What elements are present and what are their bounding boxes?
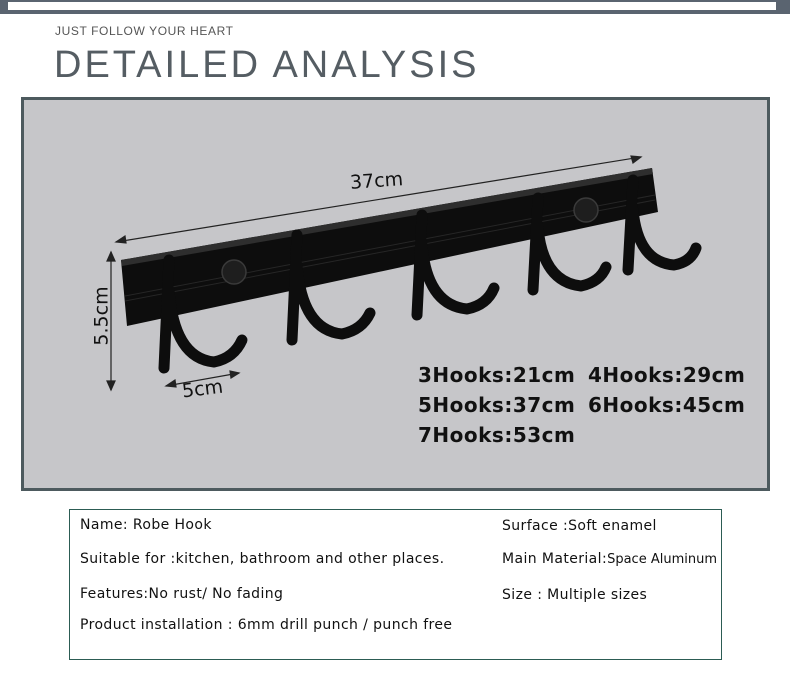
width-dimension-label: 37cm [349, 168, 404, 194]
size-option-3-hooks: 3Hooks:21cm [418, 363, 576, 387]
spec-size: Size : Multiple sizes [502, 587, 648, 603]
size-option-6-hooks: 6Hooks:45cm [588, 393, 746, 417]
spec-features: Features:No rust/ No fading [80, 586, 284, 602]
size-option-4-hooks: 4Hooks:29cm [588, 363, 746, 387]
dimension-arrows [106, 155, 643, 392]
top-decor-bar [0, 0, 790, 14]
hooks [158, 174, 702, 374]
back-plate [121, 168, 658, 326]
spec-table: Name: Robe Hook Suitable for :kitchen, b… [69, 509, 722, 660]
height-dimension-label: 5.5cm [90, 286, 113, 346]
spec-surface: Surface :Soft enamel [502, 518, 657, 534]
page-title: DETAILED ANALYSIS [54, 44, 480, 86]
spec-material-value: Space Aluminum [607, 552, 717, 567]
robe-hook-illustration [106, 155, 702, 392]
spec-material-label: Main Material: [502, 551, 608, 567]
spec-suitable: Suitable for :kitchen, bathroom and othe… [80, 551, 445, 567]
product-photo: 37cm 5.5cm 5cm 3Hooks:21cm 4Hooks:29cm 5… [21, 97, 770, 491]
size-option-7-hooks: 7Hooks:53cm [418, 423, 576, 447]
tagline: JUST FOLLOW YOUR HEART [55, 24, 234, 38]
size-option-5-hooks: 5Hooks:37cm [418, 393, 576, 417]
spec-name: Name: Robe Hook [80, 517, 212, 533]
spec-material: Main Material:Space Aluminum [502, 551, 717, 567]
top-decor-bar-inner [8, 2, 776, 10]
spec-installation: Product installation : 6mm drill punch /… [80, 617, 453, 633]
